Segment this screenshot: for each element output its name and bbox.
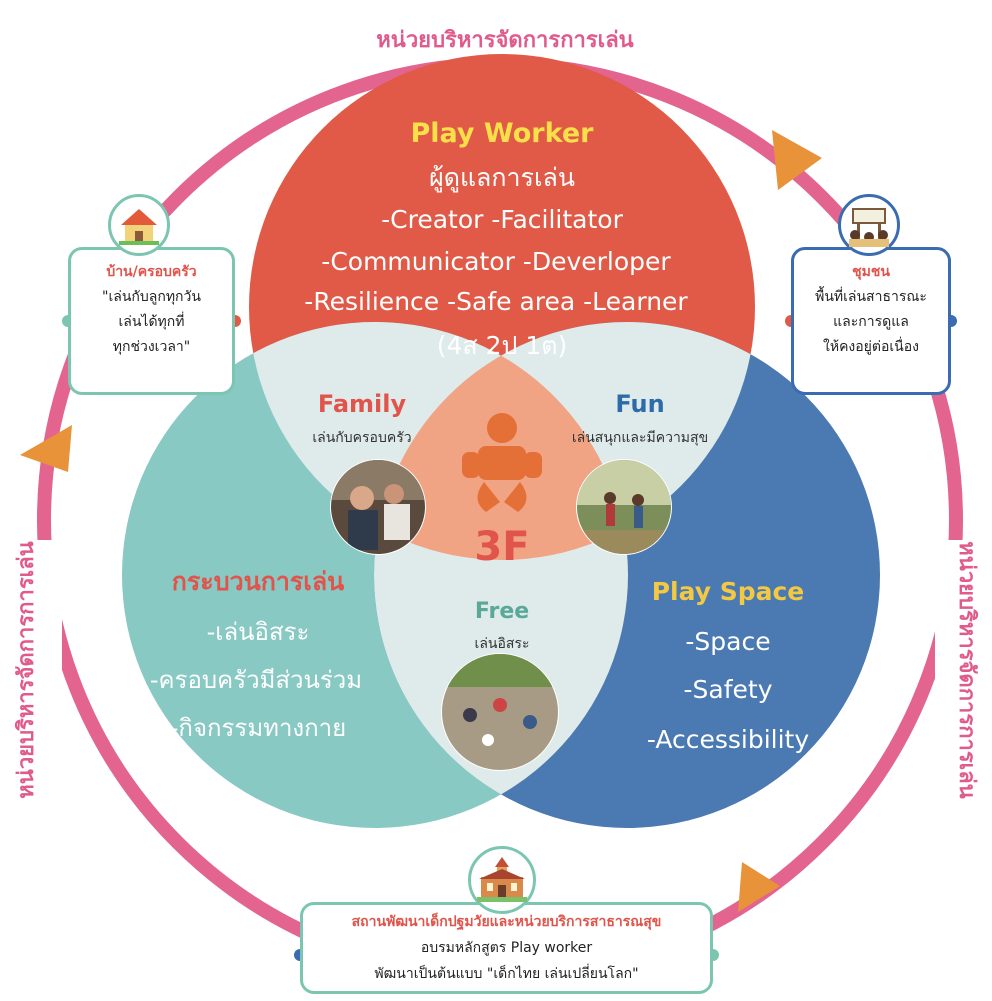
top-label-bg bbox=[360, 20, 650, 60]
play-space-item1: -Space bbox=[685, 627, 770, 656]
ring-arrow-top-right bbox=[772, 130, 822, 190]
home-box-line2: เล่นได้ทุกที่ bbox=[118, 314, 185, 330]
ring-top-label: หน่วยบริหารจัดการการเล่น bbox=[376, 28, 633, 53]
play-worker-line1: -Creator -Facilitator bbox=[381, 205, 623, 234]
bottom-box-line2: พัฒนาเป็นต้นแบบ "เด็กไทย เล่นเปลี่ยนโลก" bbox=[374, 966, 639, 982]
process-item3: -กิจกรรมทางกาย bbox=[170, 714, 346, 742]
fun-subtitle: เล่นสนุกและมีความสุข bbox=[572, 430, 708, 446]
ring-left-label: หน่วยบริหารจัดการการเล่น bbox=[14, 541, 39, 798]
community-box-line2: และการดูแล bbox=[833, 314, 909, 330]
ring-arrow-bottom-right bbox=[738, 862, 780, 912]
baby-icon bbox=[462, 413, 542, 512]
bottom-box-title: สถานพัฒนาเด็กปฐมวัยและหน่วยบริการสาธารณส… bbox=[351, 914, 662, 930]
play-worker-line4: (4ส 2ป 1ต) bbox=[437, 331, 567, 360]
play-worker-title: Play Worker bbox=[411, 118, 595, 149]
family-subtitle: เล่นกับครอบครัว bbox=[312, 430, 411, 446]
play-worker-line2: -Communicator -Deverloper bbox=[321, 247, 671, 276]
community-box-line1: พื้นที่เล่นสาธารณะ bbox=[815, 289, 927, 305]
process-item2: -ครอบครัวมีส่วนร่วม bbox=[150, 666, 362, 694]
play-worker-subtitle: ผู้ดูแลการเล่น bbox=[429, 163, 575, 193]
ring-arrow-left bbox=[20, 425, 72, 472]
process-item1: -เล่นอิสระ bbox=[207, 618, 310, 646]
community-sign-icon bbox=[838, 194, 900, 256]
right-label-bg bbox=[935, 540, 979, 800]
play-space-title: Play Space bbox=[652, 577, 805, 606]
free-title: Free bbox=[475, 599, 529, 624]
free-photo bbox=[441, 653, 559, 771]
home-box-line3: ทุกช่วงเวลา" bbox=[112, 339, 191, 355]
home-box: บ้าน/ครอบครัว "เล่นกับลูกทุกวัน เล่นได้ท… bbox=[68, 247, 235, 395]
community-box: ชุมชน พื้นที่เล่นสาธารณะ และการดูแล ให้ค… bbox=[791, 247, 951, 395]
family-title: Family bbox=[318, 390, 407, 418]
ring-right-label: หน่วยบริหารจัดการการเล่น bbox=[954, 541, 979, 798]
school-building-icon bbox=[468, 846, 536, 914]
bottom-box: สถานพัฒนาเด็กปฐมวัยและหน่วยบริการสาธารณส… bbox=[300, 902, 713, 994]
home-box-title: บ้าน/ครอบครัว bbox=[106, 264, 197, 280]
bottom-box-line1: อบรมหลักสูตร Play worker bbox=[420, 940, 593, 956]
family-photo bbox=[330, 459, 426, 555]
left-label-bg bbox=[18, 540, 62, 800]
process-title: กระบวนการเล่น bbox=[172, 567, 345, 596]
house-icon bbox=[108, 194, 170, 256]
fun-title: Fun bbox=[615, 390, 664, 418]
community-box-title: ชุมชน bbox=[852, 264, 890, 280]
community-box-line3: ให้คงอยู่ต่อเนื่อง bbox=[823, 339, 919, 355]
play-worker-line3: -Resilience -Safe area -Learner bbox=[304, 287, 688, 316]
play-space-item3: -Accessibility bbox=[647, 725, 810, 754]
home-box-line1: "เล่นกับลูกทุกวัน bbox=[102, 289, 201, 305]
play-space-item2: -Safety bbox=[684, 675, 773, 704]
free-subtitle: เล่นอิสระ bbox=[475, 636, 530, 652]
center-3f-label: 3F bbox=[474, 524, 529, 570]
